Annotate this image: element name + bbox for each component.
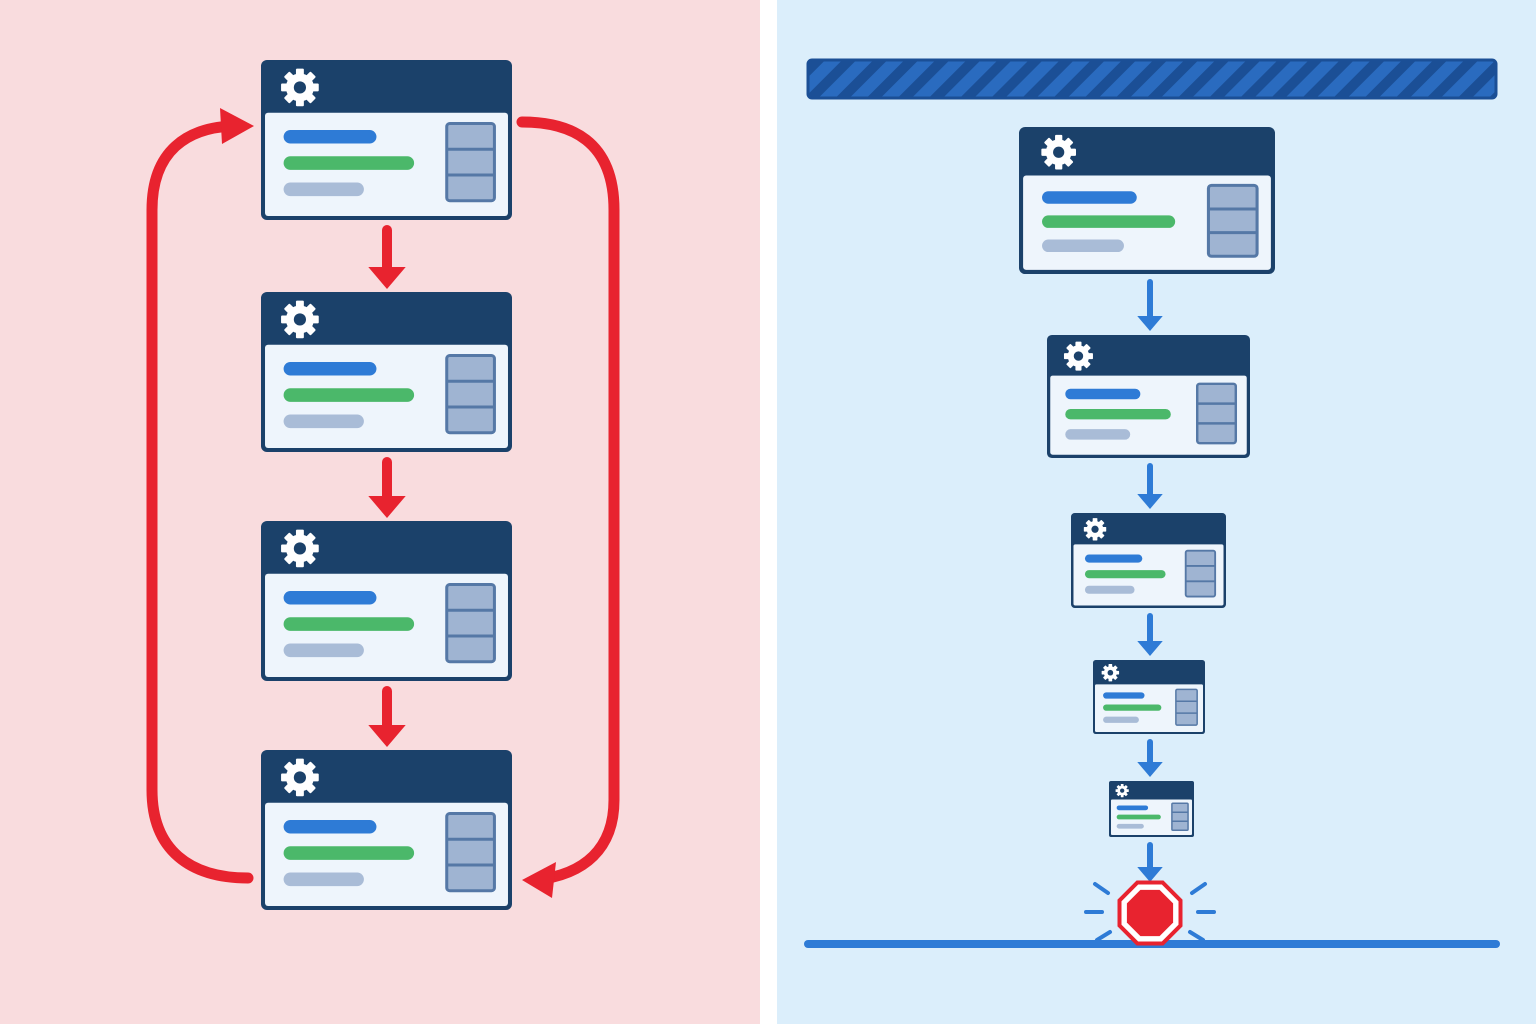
table-icon: [1196, 382, 1238, 445]
text-line-blue: [1042, 191, 1137, 204]
down-arrow: [1137, 463, 1163, 509]
text-line-gray: [1084, 585, 1135, 594]
text-line-blue: [283, 590, 377, 605]
down-arrow: [368, 457, 406, 518]
down-arrow: [1137, 613, 1163, 656]
table-icon: [1184, 549, 1217, 598]
text-line-blue: [1103, 692, 1145, 699]
loop-arrow-left-return: [146, 120, 254, 884]
text-line-blue: [283, 819, 377, 834]
table-icon: [1206, 183, 1259, 258]
text-line-blue: [1084, 554, 1143, 563]
gear-icon: [1115, 784, 1129, 798]
down-arrow: [368, 686, 406, 747]
settings-window-icon: [261, 750, 512, 910]
text-line-gray: [1065, 429, 1131, 440]
gear-icon: [281, 68, 319, 107]
settings-window-icon: [261, 521, 512, 681]
text-line-blue: [283, 361, 377, 376]
impact-ray: [1188, 930, 1205, 942]
text-line-green: [283, 388, 415, 402]
gear-icon: [281, 758, 319, 797]
stop-sign-icon: [1117, 880, 1183, 946]
table-icon: [1171, 802, 1189, 831]
gear-icon: [1041, 134, 1076, 170]
loop-window-stack: [261, 60, 512, 910]
settings-window-icon: [1093, 660, 1205, 734]
text-line-gray: [283, 643, 364, 658]
settings-window-icon: [1109, 781, 1194, 837]
chain-down-arrows: [1137, 279, 1163, 882]
shrinking-recursion-diagram: [777, 0, 1536, 1024]
text-line-blue: [283, 129, 377, 144]
text-line-green: [1084, 570, 1166, 579]
text-line-gray: [1116, 823, 1144, 829]
down-arrow: [1137, 279, 1163, 331]
impact-ray: [1190, 882, 1207, 895]
text-line-gray: [1103, 716, 1139, 723]
text-line-green: [283, 617, 415, 631]
text-line-blue: [1116, 805, 1149, 811]
chain-window-stack: [1019, 127, 1275, 837]
loop-arrow-left-head: [220, 108, 254, 144]
text-line-green: [1103, 704, 1162, 711]
down-arrow: [1137, 739, 1163, 777]
loop-arrow-right-return: [516, 116, 620, 886]
recursion-loop-panel: [0, 0, 760, 1024]
gear-icon: [281, 529, 319, 568]
loop-down-arrows: [368, 225, 406, 747]
impact-ray: [1095, 930, 1112, 942]
table-icon: [445, 354, 496, 435]
text-line-green: [1042, 215, 1176, 228]
loop-arrow-right-head: [522, 862, 556, 898]
text-line-gray: [283, 414, 364, 429]
impact-ray: [1093, 882, 1110, 895]
text-line-gray: [1042, 239, 1124, 253]
text-line-green: [283, 846, 415, 860]
table-icon: [445, 583, 496, 664]
down-arrow: [1137, 842, 1163, 882]
text-line-green: [283, 156, 415, 170]
settings-window-icon: [1047, 335, 1250, 458]
recursion-loop-diagram: [0, 0, 760, 1024]
settings-window-icon: [1019, 127, 1275, 274]
impact-rays: [1084, 882, 1216, 942]
text-line-green: [1065, 408, 1171, 420]
text-line-green: [1116, 814, 1161, 820]
gear-icon: [1063, 341, 1093, 371]
text-line-blue: [1065, 388, 1141, 400]
settings-window-icon: [261, 292, 512, 452]
table-icon: [445, 812, 496, 893]
text-line-gray: [283, 182, 364, 197]
gear-icon: [1083, 518, 1107, 541]
base-case-panel: [777, 0, 1536, 1024]
stack-limit-band: [806, 58, 1498, 100]
table-icon: [1175, 688, 1198, 726]
gear-icon: [281, 300, 319, 339]
settings-window-icon: [1071, 513, 1226, 608]
text-line-gray: [283, 872, 364, 887]
down-arrow: [368, 225, 406, 289]
gear-icon: [1101, 663, 1120, 682]
table-icon: [445, 122, 496, 203]
settings-window-icon: [261, 60, 512, 220]
